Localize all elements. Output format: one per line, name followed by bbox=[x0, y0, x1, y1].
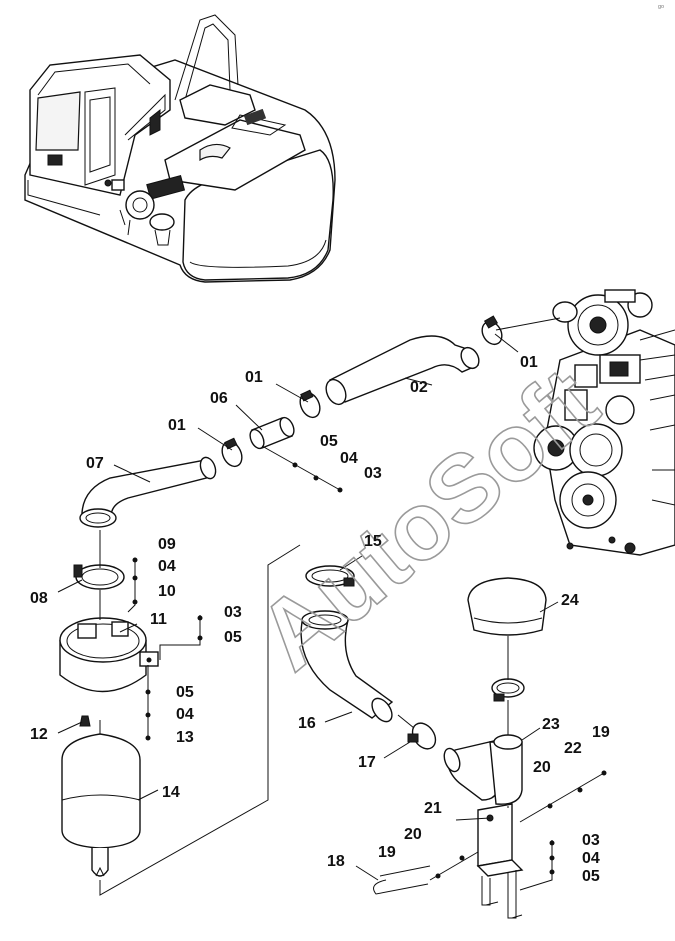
label-10: 10 bbox=[158, 583, 176, 600]
label-24: 24 bbox=[561, 592, 579, 609]
air-cleaner-assembly bbox=[59, 530, 301, 896]
label-14: 14 bbox=[162, 784, 180, 801]
label-05-c: 05 bbox=[176, 684, 194, 701]
label-06: 06 bbox=[210, 390, 228, 407]
label-03-a: 03 bbox=[364, 465, 382, 482]
label-05-b: 05 bbox=[224, 629, 242, 646]
watermark-text: AutoSoft bbox=[238, 348, 617, 690]
label-03-b: 03 bbox=[224, 604, 242, 621]
label-01-middle: 01 bbox=[245, 369, 263, 386]
label-18: 18 bbox=[327, 853, 345, 870]
label-11: 11 bbox=[150, 611, 167, 628]
label-04-c: 04 bbox=[176, 706, 194, 723]
excavator-illustration bbox=[24, 14, 336, 283]
label-21: 21 bbox=[424, 800, 442, 817]
label-08: 08 bbox=[30, 590, 48, 607]
label-05-a: 05 bbox=[320, 433, 338, 450]
label-12: 12 bbox=[30, 726, 48, 743]
label-02: 02 bbox=[410, 379, 428, 396]
label-13: 13 bbox=[176, 729, 194, 746]
part-labels: 01 01 01 02 06 05 04 03 07 09 04 08 10 1… bbox=[30, 354, 610, 885]
intake-assembly bbox=[79, 315, 561, 528]
label-04-d: 04 bbox=[582, 850, 600, 867]
label-17: 17 bbox=[358, 754, 376, 771]
label-05-d: 05 bbox=[582, 868, 600, 885]
label-20-right: 20 bbox=[533, 759, 551, 776]
label-16: 16 bbox=[298, 715, 316, 732]
label-01-right: 01 bbox=[520, 354, 538, 371]
label-20-left: 20 bbox=[404, 826, 422, 843]
label-01-left: 01 bbox=[168, 417, 186, 434]
label-04-a: 04 bbox=[340, 450, 358, 467]
lower-pipe-assembly bbox=[300, 565, 607, 919]
label-03-c: 03 bbox=[582, 832, 600, 849]
corner-mark: ᵍᵒ bbox=[658, 3, 664, 12]
engine-illustration bbox=[533, 289, 675, 556]
label-07: 07 bbox=[86, 455, 104, 472]
label-04-b: 04 bbox=[158, 558, 176, 575]
label-19-right: 19 bbox=[592, 724, 610, 741]
label-09: 09 bbox=[158, 536, 176, 553]
label-22: 22 bbox=[564, 740, 582, 757]
label-23: 23 bbox=[542, 716, 560, 733]
leader-lines bbox=[57, 333, 559, 881]
label-15: 15 bbox=[364, 533, 382, 550]
label-19-left: 19 bbox=[378, 844, 396, 861]
